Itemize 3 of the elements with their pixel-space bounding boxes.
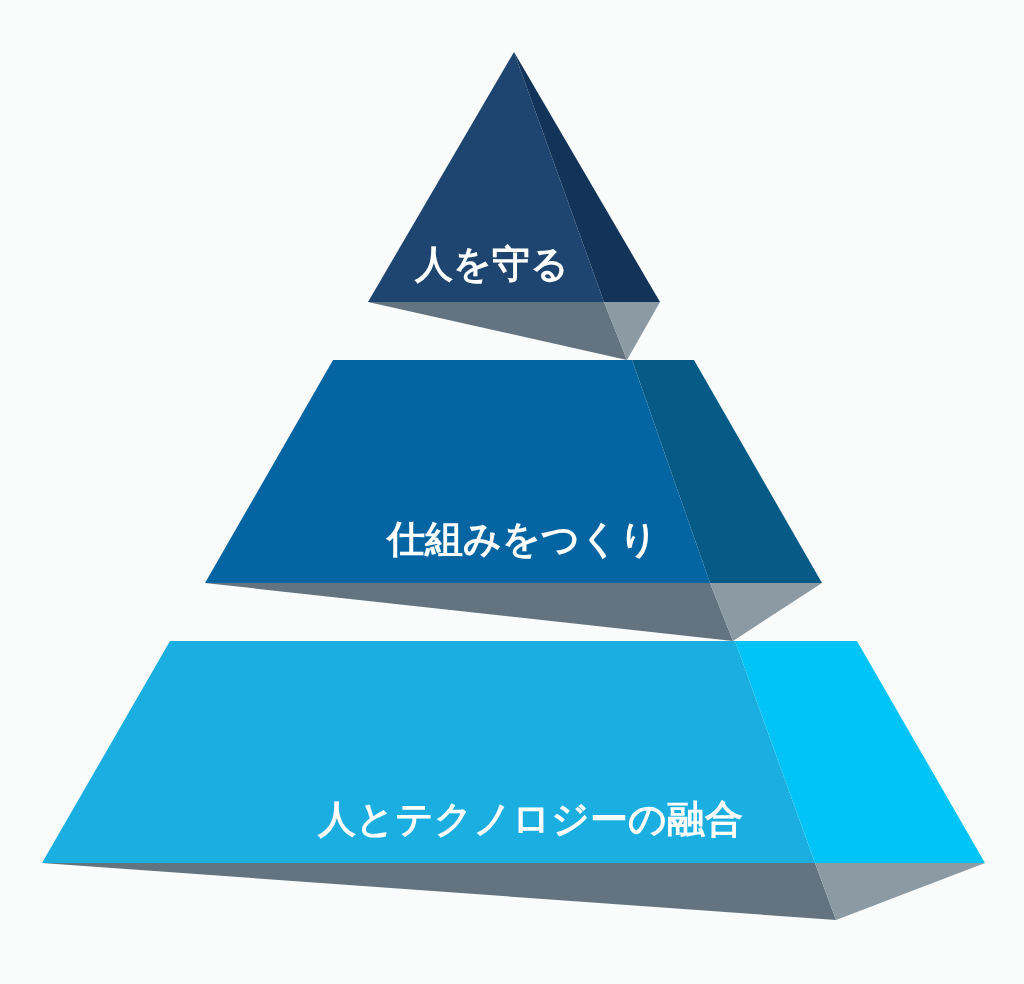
tier-label: 人とテクノロジーの融合	[317, 799, 743, 841]
tier-label: 仕組みをつくり	[386, 519, 658, 561]
tier-label: 人を守る	[415, 244, 569, 286]
